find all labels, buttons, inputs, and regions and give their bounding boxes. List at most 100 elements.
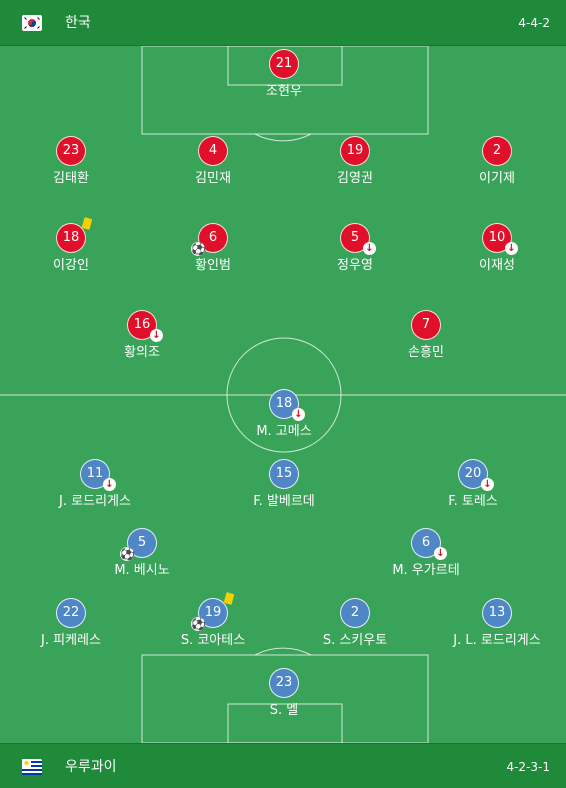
player-number-badge: 5⚽ <box>120 528 157 561</box>
player-number: 11 <box>86 466 104 481</box>
substitution-out-icon: ↓ <box>363 242 376 255</box>
away-team-name: 우루과이 <box>65 759 117 775</box>
player-number: 6 <box>208 230 218 245</box>
away-player[interactable]: 18↓ M. 고메스 <box>219 389 349 440</box>
player-name: 황인범 <box>195 258 231 273</box>
player-name: 손흥민 <box>408 345 444 360</box>
player-number-badge: 4 <box>198 136 228 166</box>
player-name: 황의조 <box>124 345 160 360</box>
player-name: 김태환 <box>53 171 89 186</box>
home-player[interactable]: 23 김태환 <box>6 136 136 187</box>
player-name: M. 우가르테 <box>392 563 460 578</box>
home-player[interactable]: 16↓ 황의조 <box>77 310 207 361</box>
player-number-badge: 2 <box>340 598 370 628</box>
player-name: F. 토레스 <box>448 494 498 509</box>
player-name: J. 로드리게스 <box>59 494 131 509</box>
player-number: 16 <box>133 317 151 332</box>
player-number: 18 <box>62 230 80 245</box>
player-name: 이기제 <box>479 171 515 186</box>
player-number-badge: 18↓ <box>269 389 305 421</box>
player-name: M. 고메스 <box>256 424 312 439</box>
player-number-badge: 2 <box>482 136 512 166</box>
player-name: 이강인 <box>53 258 89 273</box>
player-number-badge: 6↓ <box>411 528 447 560</box>
substitution-out-icon: ↓ <box>150 329 163 342</box>
player-name: S. 멜 <box>269 703 299 718</box>
soccer-ball-icon: ⚽ <box>191 617 206 631</box>
uruguay-flag-icon <box>22 759 42 775</box>
soccer-ball-icon: ⚽ <box>120 547 135 561</box>
player-number: 20 <box>464 466 482 481</box>
away-player[interactable]: 6↓ M. 우가르테 <box>361 528 491 579</box>
away-player[interactable]: 2 S. 스키우토 <box>290 598 420 649</box>
player-number-badge: 19 <box>340 136 370 166</box>
soccer-ball-icon: ⚽ <box>191 242 206 256</box>
away-player[interactable]: 19⚽S. 코아테스 <box>148 592 278 649</box>
substitution-out-icon: ↓ <box>481 478 494 491</box>
home-team-name: 한국 <box>65 15 91 31</box>
home-player[interactable]: 2 이기제 <box>432 136 562 187</box>
player-number-badge: 18 <box>56 217 93 253</box>
player-number: 23 <box>275 675 293 690</box>
home-player[interactable]: 7 손흥민 <box>361 310 491 361</box>
player-number-badge: 19⚽ <box>191 592 235 631</box>
home-player[interactable]: 10↓ 이재성 <box>432 223 562 274</box>
player-name: S. 스키우토 <box>322 633 388 648</box>
home-player[interactable]: 18 이강인 <box>6 217 136 274</box>
away-player[interactable]: 20↓ F. 토레스 <box>408 459 538 510</box>
home-team-header: 한국 4-4-2 <box>0 0 566 46</box>
player-number-badge: 6⚽ <box>191 223 228 256</box>
player-number: 21 <box>275 56 293 71</box>
player-number: 22 <box>62 605 80 620</box>
substitution-out-icon: ↓ <box>292 408 305 421</box>
player-number: 18 <box>275 396 293 411</box>
player-number-badge: 23 <box>56 136 86 166</box>
player-number: 13 <box>488 605 506 620</box>
player-name: J. 피케레스 <box>41 633 101 648</box>
player-number: 2 <box>492 143 502 158</box>
player-number-badge: 20↓ <box>458 459 494 491</box>
yellow-card-icon <box>81 217 93 230</box>
player-number-badge: 11↓ <box>80 459 116 491</box>
player-name: F. 발베르데 <box>253 494 315 509</box>
away-team-header: 우루과이 4-2-3-1 <box>0 743 566 788</box>
player-number: 19 <box>204 605 222 620</box>
substitution-out-icon: ↓ <box>103 478 116 491</box>
away-player[interactable]: 11↓ J. 로드리게스 <box>30 459 160 510</box>
player-number-badge: 5↓ <box>340 223 376 255</box>
player-number: 10 <box>488 230 506 245</box>
away-player[interactable]: 22 J. 피케레스 <box>6 598 136 649</box>
home-player[interactable]: 5↓정우영 <box>290 223 420 274</box>
player-name: 이재성 <box>479 258 515 273</box>
home-formation: 4-4-2 <box>518 16 550 30</box>
away-player[interactable]: 15 F. 발베르데 <box>219 459 349 510</box>
yellow-card-icon <box>223 592 235 605</box>
home-player[interactable]: 4 김민재 <box>148 136 278 187</box>
player-name: 김영권 <box>337 171 373 186</box>
player-number-badge: 10↓ <box>482 223 518 255</box>
south-korea-flag-icon <box>22 15 42 31</box>
player-number-badge: 22 <box>56 598 86 628</box>
home-player[interactable]: 19 김영권 <box>290 136 420 187</box>
home-player[interactable]: 21 조현우 <box>219 49 349 100</box>
home-player[interactable]: 6⚽ 황인범 <box>148 223 278 274</box>
player-number: 4 <box>208 143 218 158</box>
player-number: 15 <box>275 466 293 481</box>
substitution-out-icon: ↓ <box>505 242 518 255</box>
substitution-out-icon: ↓ <box>434 547 447 560</box>
player-number-badge: 21 <box>269 49 299 79</box>
player-number: 5 <box>350 230 360 245</box>
away-player[interactable]: 23 S. 멜 <box>219 668 349 719</box>
player-number-badge: 13 <box>482 598 512 628</box>
away-player[interactable]: 5⚽ M. 베시노 <box>77 528 207 579</box>
player-number: 19 <box>346 143 364 158</box>
player-number: 5 <box>137 535 147 550</box>
player-number-badge: 7 <box>411 310 441 340</box>
player-name: M. 베시노 <box>114 563 170 578</box>
player-name: 조현우 <box>266 84 302 99</box>
player-number: 7 <box>421 317 431 332</box>
player-number-badge: 23 <box>269 668 299 698</box>
player-name: 김민재 <box>195 171 231 186</box>
